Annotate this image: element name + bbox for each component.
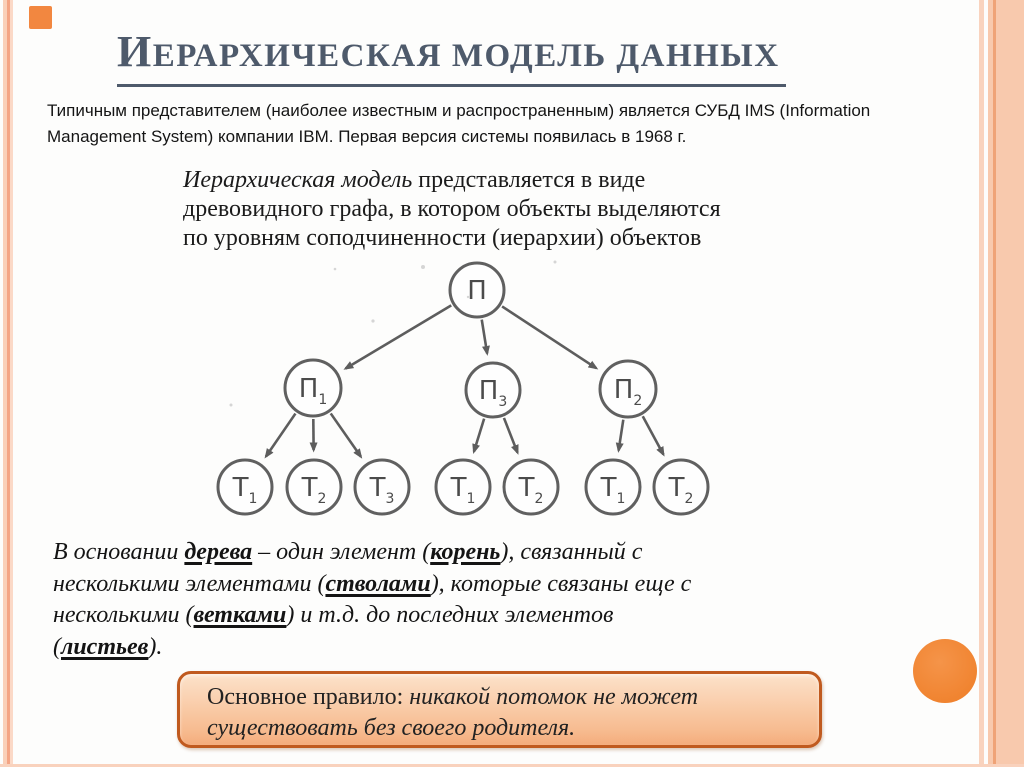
rule-box-line: существовать без своего родителя. xyxy=(207,713,801,744)
tree-node-Т1: Т1 xyxy=(216,458,274,516)
definition-line-3: по уровням соподчиненности (иерархии) об… xyxy=(183,225,702,251)
rule-box-line: Основное правило: никакой потомок не мож… xyxy=(207,682,801,713)
noise-speck xyxy=(466,295,470,299)
tree-node-Т3: Т3 xyxy=(353,458,411,516)
svg-text:Т2: Т2 xyxy=(518,473,544,507)
text-segment: ) и т.д. до последних элементов xyxy=(286,602,614,628)
tree-node-Т1: Т1 xyxy=(584,458,642,516)
emphasized-term: стволами xyxy=(325,570,431,597)
text-segment: никакой потомок не может xyxy=(409,684,699,710)
text-segment: ), которые связаны еще с xyxy=(430,570,692,597)
right-border-stripe-thin xyxy=(979,0,984,767)
svg-text:П: П xyxy=(467,276,487,306)
definition-line-1-rest: представляется в виде xyxy=(412,167,646,193)
text-segment: ). xyxy=(148,633,163,660)
noise-speck xyxy=(421,265,425,269)
noise-speck xyxy=(371,319,375,323)
right-border-band xyxy=(988,0,1024,767)
intro-line-1: Типичным представителем (наиболее извест… xyxy=(47,101,871,120)
emphasized-term: ветками xyxy=(193,602,287,628)
text-segment: существовать без своего родителя. xyxy=(207,715,576,741)
text-segment: несколькими элементами ( xyxy=(53,570,326,597)
text-segment: В основании xyxy=(53,539,185,565)
tree-node-Т2: Т2 xyxy=(502,458,560,516)
tree-edge xyxy=(264,412,297,459)
scan-noise-specks xyxy=(229,260,557,407)
svg-text:Т3: Т3 xyxy=(369,473,395,507)
tree-edge xyxy=(480,319,490,356)
svg-text:П3: П3 xyxy=(479,376,507,410)
left-border-stripe-outer xyxy=(3,0,7,767)
tree-edge xyxy=(343,304,452,370)
svg-text:Т1: Т1 xyxy=(450,473,476,507)
intro-line-2: Management System) компании IBM. Первая … xyxy=(47,126,687,146)
text-segment: Основное правило: xyxy=(207,684,410,710)
left-border-stripe-middle xyxy=(7,0,10,767)
emphasized-term: корень xyxy=(430,539,501,565)
text-segment: – один элемент ( xyxy=(252,539,431,565)
left-border-stripe-inner xyxy=(10,0,13,767)
tree-edge xyxy=(501,305,599,370)
noise-speck xyxy=(553,260,557,264)
slide-title: Иерархическая модель данных xyxy=(117,28,786,87)
bottom-accent-line xyxy=(0,764,1024,767)
definition-lead-phrase: Иерархическая модель xyxy=(183,167,413,193)
description-line: В основании дерева – один элемент (корен… xyxy=(53,537,883,569)
svg-text:Т1: Т1 xyxy=(600,473,626,507)
tree-node-П1: П1 xyxy=(283,358,343,418)
intro-paragraph: Типичным представителем (наиболее извест… xyxy=(47,98,927,149)
tree-edge xyxy=(329,412,363,459)
tree-node-П3: П3 xyxy=(464,361,522,419)
emphasized-term: листьев xyxy=(61,633,149,660)
corner-accent-square xyxy=(29,6,52,29)
noise-speck xyxy=(333,267,337,271)
tree-node-Т2: Т2 xyxy=(285,458,343,516)
description-line: несколькими (ветками) и т.д. до последни… xyxy=(53,600,883,632)
svg-text:Т2: Т2 xyxy=(301,473,327,507)
tree-node-Т1: Т1 xyxy=(434,458,492,516)
right-border-band-line xyxy=(993,0,996,767)
rule-box-text: Основное правило: никакой потомок не мож… xyxy=(207,682,801,744)
svg-text:Т1: Т1 xyxy=(232,473,258,507)
description-line: (листьев). xyxy=(53,632,883,664)
text-segment: ( xyxy=(53,633,61,660)
tree-edges xyxy=(264,304,665,459)
tree-node-Т2: Т2 xyxy=(652,458,710,516)
svg-text:П2: П2 xyxy=(614,375,642,409)
emphasized-term: дерева xyxy=(184,539,253,565)
tree-edge xyxy=(502,417,519,455)
definition-line-2: древовидного графа, в котором объекты вы… xyxy=(183,196,721,222)
description-paragraph: В основании дерева – один элемент (корен… xyxy=(53,537,883,663)
tree-node-П: П xyxy=(448,261,506,319)
accent-circle xyxy=(913,639,977,703)
definition-paragraph: Иерархическая модель представляется в ви… xyxy=(183,166,903,253)
svg-text:П1: П1 xyxy=(299,374,327,408)
svg-text:Т2: Т2 xyxy=(668,473,694,507)
rule-box: Основное правило: никакой потомок не мож… xyxy=(177,671,822,748)
tree-node-П2: П2 xyxy=(598,359,658,419)
description-line: несколькими элементами (стволами), котор… xyxy=(53,569,883,601)
tree-edge xyxy=(641,415,665,457)
text-segment: ), связанный с xyxy=(500,539,643,565)
definition-line-1: Иерархическая модель представляется в ви… xyxy=(183,166,903,195)
text-segment: несколькими ( xyxy=(53,602,194,628)
tree-edge xyxy=(472,418,486,455)
noise-speck xyxy=(229,403,233,407)
tree-edge xyxy=(615,419,625,453)
